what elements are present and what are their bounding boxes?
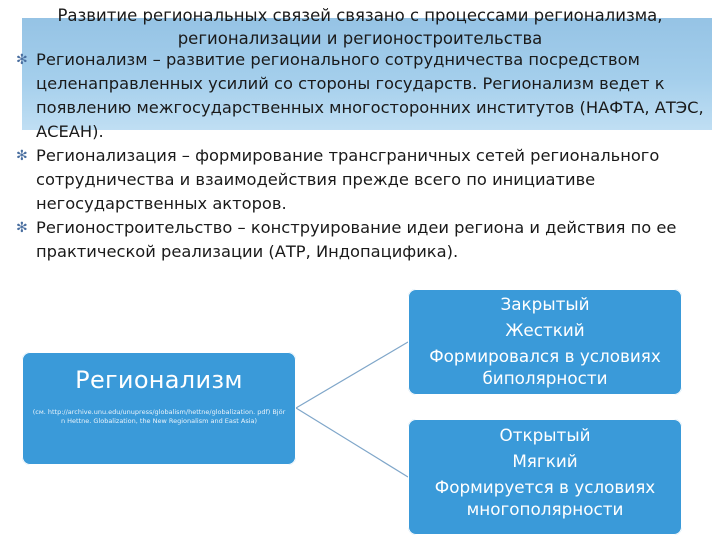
- slide-title: Развитие региональных связей связано с п…: [57, 6, 663, 48]
- bullet-list: ✻ Регионализм – развитие регионального с…: [14, 48, 704, 264]
- closed-item-hardness: Жесткий: [505, 320, 585, 340]
- bullet-text: Регионализация – формирование трансграни…: [36, 146, 660, 213]
- bullet-item-region-building: ✻ Регионостроительство – конструирование…: [14, 216, 704, 264]
- open-item-hardness: Мягкий: [512, 451, 578, 471]
- source-citation: (см. http://archive.unu.edu/unupress/glo…: [32, 408, 286, 425]
- bullet-item-regionalization: ✻ Регионализация – формирование трансгра…: [14, 144, 704, 216]
- asterisk-icon: ✻: [16, 148, 28, 164]
- open-regionalism-box: Открытый Мягкий Формируется в условиях м…: [408, 419, 682, 535]
- bullet-text: Регионализм – развитие регионального сот…: [36, 50, 704, 141]
- connector-to-open: [295, 407, 409, 478]
- bullet-item-regionalism: ✻ Регионализм – развитие регионального с…: [14, 48, 704, 144]
- open-item-type: Открытый: [499, 425, 591, 445]
- asterisk-icon: ✻: [16, 52, 28, 68]
- closed-item-context: Формировался в условиях биполярности: [429, 346, 661, 388]
- closed-item-type: Закрытый: [500, 294, 590, 314]
- bullet-text: Регионостроительство – конструирование и…: [36, 218, 677, 261]
- asterisk-icon: ✻: [16, 220, 28, 236]
- open-item-context: Формируется в условиях многополярности: [434, 477, 656, 519]
- regionalism-label: Регионализм: [75, 366, 243, 394]
- connector-to-closed: [295, 341, 409, 409]
- header-background-band: [22, 18, 712, 130]
- closed-regionalism-box: Закрытый Жесткий Формировался в условиях…: [408, 289, 682, 395]
- regionalism-box: Регионализм (см. http://archive.unu.edu/…: [22, 352, 296, 465]
